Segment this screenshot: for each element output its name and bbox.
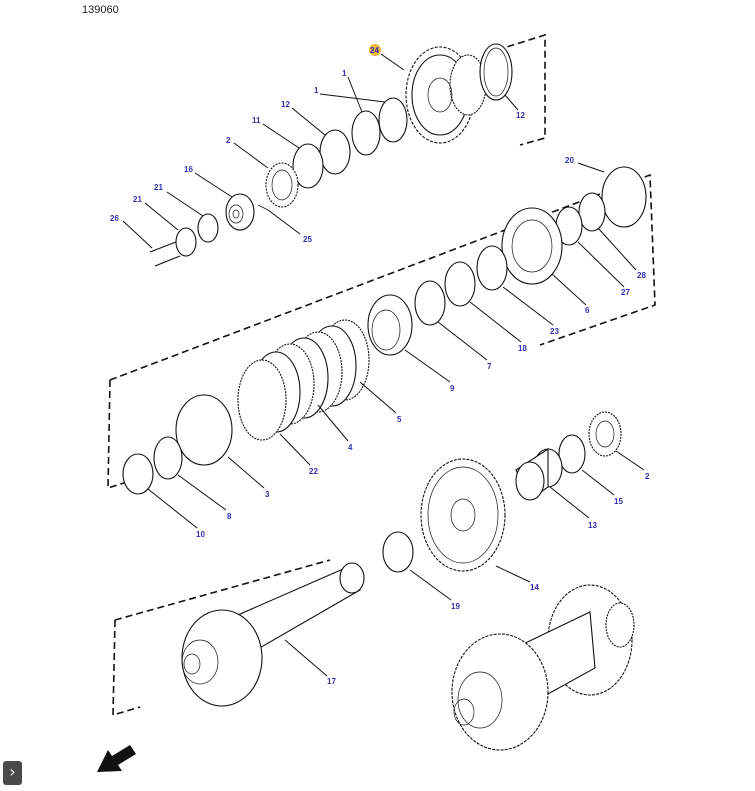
clutch-pack-4-5-22 <box>237 319 370 441</box>
callout-28: 28 <box>637 271 646 280</box>
chevron-right-icon[interactable]: › <box>3 761 22 785</box>
callout-13: 13 <box>588 521 597 530</box>
ring-8 <box>153 436 183 480</box>
shaft-17 <box>181 562 365 707</box>
callout-18: 18 <box>518 344 527 353</box>
callout-15: 15 <box>614 497 623 506</box>
callout-3: 3 <box>265 490 270 499</box>
ring-7 <box>414 280 446 326</box>
snap-ring-21b <box>175 227 197 257</box>
figure-id: 139060 <box>82 4 119 16</box>
callout-10: 10 <box>196 530 205 539</box>
callout-1: 1 <box>314 86 319 95</box>
ring-15 <box>558 434 586 474</box>
callout-2: 2 <box>226 136 231 145</box>
callout-4: 4 <box>348 443 353 452</box>
upper-group-parts <box>149 43 513 267</box>
callout-22: 22 <box>309 467 318 476</box>
group-boundaries <box>107 33 656 717</box>
bearing-2-lower <box>588 411 622 457</box>
callout-7: 7 <box>487 362 492 371</box>
arrow-down-left-icon <box>97 745 136 772</box>
callout-20: 20 <box>565 156 574 165</box>
middle-group-parts <box>122 166 647 495</box>
callout-9: 9 <box>450 384 455 393</box>
ring-28 <box>578 192 606 232</box>
callout-19: 19 <box>451 602 460 611</box>
callout-21: 21 <box>133 195 142 204</box>
hub-16 <box>225 193 255 231</box>
gear-24 <box>405 46 487 144</box>
callout-24: 24 <box>370 46 379 55</box>
callout-16: 16 <box>184 165 193 174</box>
bearing-2-top <box>265 162 299 208</box>
gear-14 <box>420 458 506 572</box>
lower-parts <box>181 411 635 751</box>
ring-19 <box>382 531 414 573</box>
assembled-shaft <box>451 584 635 751</box>
snap-ring-21a <box>197 213 219 243</box>
ring-12 <box>319 129 351 175</box>
callout-11: 11 <box>252 116 261 125</box>
ring-12-top <box>479 43 513 101</box>
callout-12: 12 <box>516 111 525 120</box>
callout-23: 23 <box>550 327 559 336</box>
callout-2: 2 <box>645 472 650 481</box>
ring-20 <box>601 166 647 228</box>
bolts-26 <box>149 241 181 267</box>
callout-8: 8 <box>227 512 232 521</box>
callout-26: 26 <box>110 214 119 223</box>
pin-25 <box>257 204 269 211</box>
callout-25: 25 <box>303 235 312 244</box>
plate-9 <box>367 294 413 356</box>
leader-lines <box>122 53 645 677</box>
callout-21: 21 <box>154 183 163 192</box>
seal-ring-1b <box>351 110 381 156</box>
callout-27: 27 <box>621 288 630 297</box>
callout-6: 6 <box>585 306 590 315</box>
ring-10 <box>122 453 154 495</box>
seal-ring-1a <box>378 97 408 143</box>
ring-23 <box>476 245 508 291</box>
ring-11 <box>292 143 324 189</box>
callout-14: 14 <box>530 583 539 592</box>
callout-highlight <box>369 44 381 56</box>
ring-18 <box>444 261 476 307</box>
callout-12: 12 <box>281 100 290 109</box>
callout-labels: 24 1 1 12 12 11 2 16 21 21 26 25 20 28 2… <box>110 44 650 686</box>
ring-3 <box>175 394 233 466</box>
sleeve-13 <box>515 447 563 501</box>
callout-5: 5 <box>397 415 402 424</box>
callout-17: 17 <box>327 677 336 686</box>
piston-6 <box>501 207 563 285</box>
callout-1: 1 <box>342 69 347 78</box>
